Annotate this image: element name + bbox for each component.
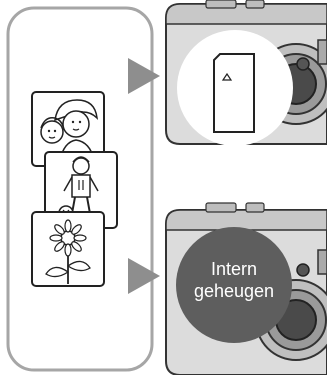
internal-memory-label-line2: geheugen: [193, 280, 275, 302]
flower-photo-icon: [32, 212, 104, 286]
memory-card-icon: [214, 54, 254, 132]
image-stack-icon: [32, 92, 117, 286]
internal-memory-label-line1: Intern: [193, 258, 275, 280]
internal-memory-label: Intern geheugen: [193, 258, 275, 302]
